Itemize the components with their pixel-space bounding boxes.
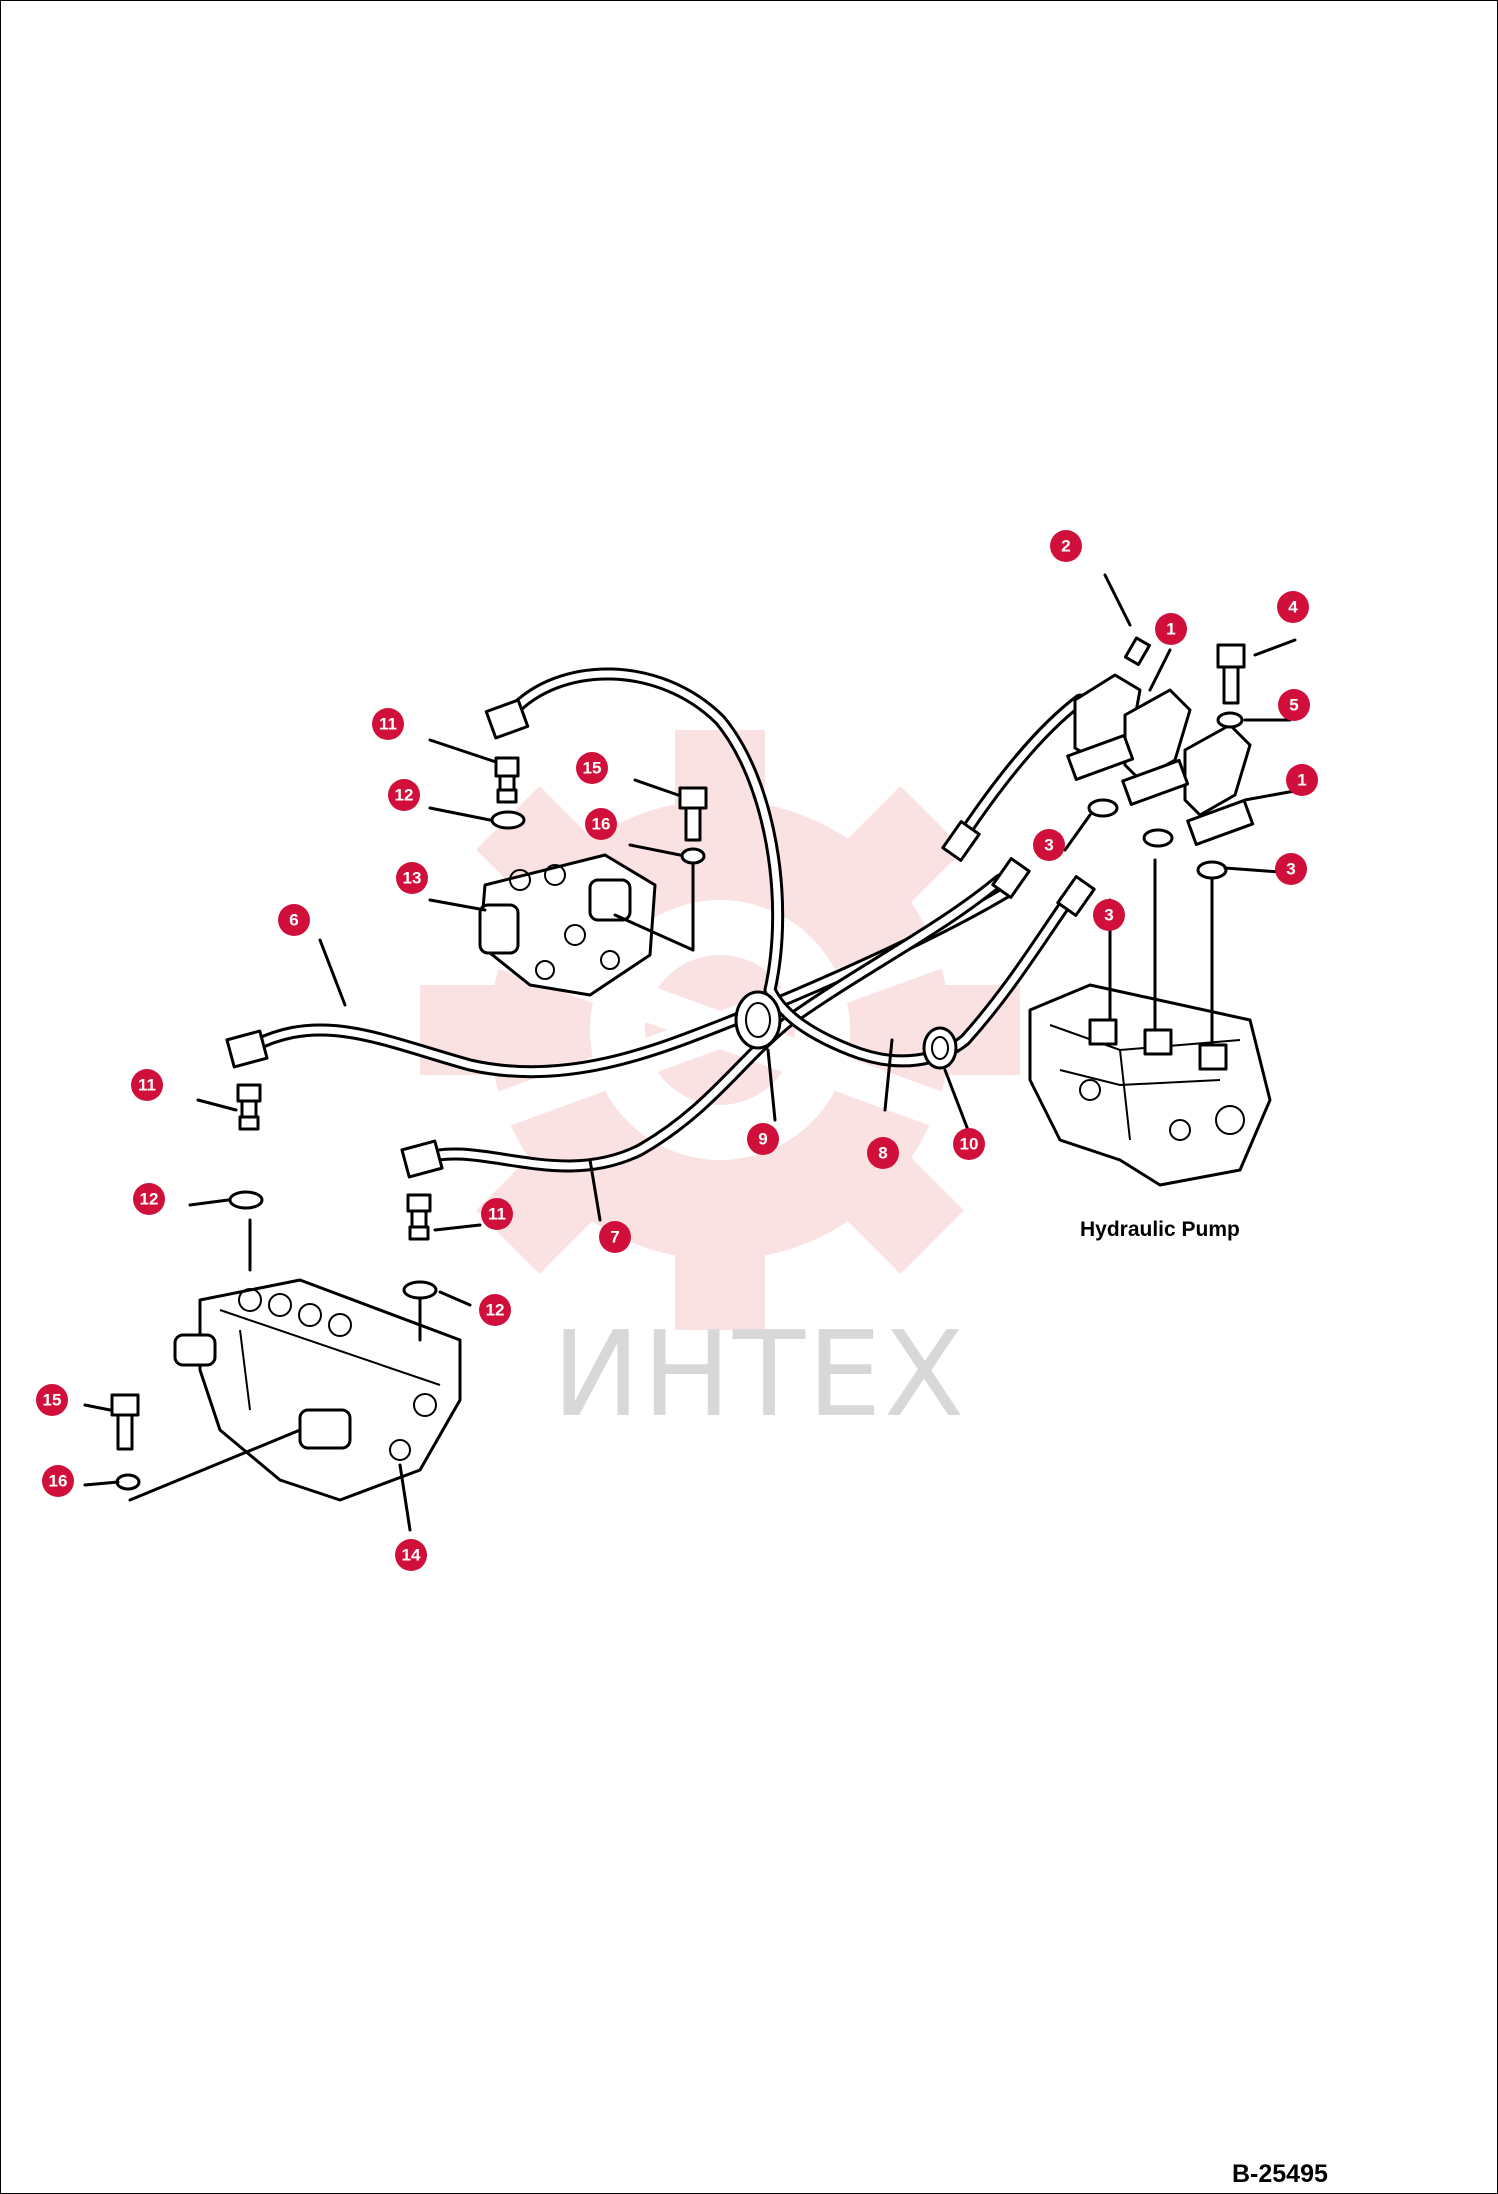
svg-text:3: 3 bbox=[1286, 860, 1295, 879]
fitting-11-mid-icon bbox=[406, 1193, 432, 1241]
svg-text:13: 13 bbox=[403, 869, 422, 888]
callout-7: 7 bbox=[599, 1221, 631, 1253]
callout-10: 10 bbox=[953, 1128, 985, 1160]
washer-16-left-icon bbox=[115, 1473, 141, 1491]
svg-text:11: 11 bbox=[488, 1205, 506, 1224]
hose-elbow-left bbox=[225, 1029, 269, 1069]
svg-text:16: 16 bbox=[49, 1472, 68, 1491]
callout-11-c: 11 bbox=[481, 1198, 513, 1230]
callout-11-b: 11 bbox=[131, 1069, 163, 1101]
svg-text:6: 6 bbox=[289, 911, 298, 930]
washer-5-icon bbox=[1216, 711, 1244, 729]
svg-text:4: 4 bbox=[1288, 598, 1298, 617]
callout-13: 13 bbox=[396, 862, 428, 894]
hose-top-loop bbox=[505, 667, 1082, 1068]
svg-text:15: 15 bbox=[583, 759, 602, 778]
hose-7 bbox=[418, 873, 1007, 1173]
orings-3 bbox=[1087, 798, 1228, 880]
washer-16-top-icon bbox=[680, 847, 706, 865]
callout-3-b: 3 bbox=[1275, 853, 1307, 885]
callout-3-c: 3 bbox=[1093, 899, 1125, 931]
callout-12-c: 12 bbox=[479, 1294, 511, 1326]
control-valve-13 bbox=[478, 853, 657, 997]
figure-number: B-25495 bbox=[1232, 2160, 1328, 2188]
callout-16-b: 16 bbox=[42, 1465, 74, 1497]
svg-text:2: 2 bbox=[1061, 537, 1070, 556]
svg-text:11: 11 bbox=[379, 715, 397, 734]
callout-2: 2 bbox=[1050, 530, 1082, 562]
svg-text:8: 8 bbox=[878, 1144, 887, 1163]
hose-fittings-right bbox=[941, 820, 1096, 917]
bolt-4-icon bbox=[1216, 643, 1246, 705]
hose-upper-right bbox=[953, 693, 1087, 847]
clamp-9 bbox=[734, 990, 782, 1050]
svg-text:15: 15 bbox=[43, 1391, 62, 1410]
callout-1-b: 1 bbox=[1286, 764, 1318, 796]
svg-text:9: 9 bbox=[758, 1130, 767, 1149]
pump-label: Hydraulic Pump bbox=[1080, 1218, 1240, 1241]
hydraulic-pump bbox=[1028, 983, 1272, 1187]
watermark-text: ИНТЕХ bbox=[552, 1305, 967, 1443]
bolt-15-left-icon bbox=[110, 1393, 140, 1451]
bolt-15-top-icon bbox=[678, 786, 708, 842]
oring-12-top-icon bbox=[490, 810, 526, 830]
fitting-11-top-icon bbox=[494, 756, 520, 804]
svg-text:5: 5 bbox=[1289, 696, 1298, 715]
svg-text:12: 12 bbox=[486, 1301, 505, 1320]
oring-12-mid-icon bbox=[402, 1280, 438, 1300]
svg-text:14: 14 bbox=[402, 1546, 421, 1565]
oring-12-left-icon bbox=[228, 1190, 264, 1210]
clamp-10 bbox=[922, 1026, 958, 1070]
callout-1-a: 1 bbox=[1155, 613, 1187, 645]
callout-15-b: 15 bbox=[36, 1384, 68, 1416]
control-valve-14 bbox=[173, 1278, 462, 1502]
callout-12-b: 12 bbox=[133, 1183, 165, 1215]
callout-14: 14 bbox=[395, 1539, 427, 1571]
svg-text:12: 12 bbox=[140, 1190, 159, 1209]
svg-text:3: 3 bbox=[1044, 836, 1053, 855]
leader-lines bbox=[83, 573, 1302, 1532]
svg-text:1: 1 bbox=[1297, 771, 1306, 790]
callout-4: 4 bbox=[1277, 591, 1309, 623]
svg-text:16: 16 bbox=[592, 815, 611, 834]
callout-16-a: 16 bbox=[585, 808, 617, 840]
callout-5: 5 bbox=[1278, 689, 1310, 721]
svg-text:10: 10 bbox=[960, 1135, 979, 1154]
fitting-11-left-icon bbox=[236, 1083, 262, 1131]
callout-8: 8 bbox=[867, 1137, 899, 1169]
svg-text:1: 1 bbox=[1166, 620, 1175, 639]
callout-12-a: 12 bbox=[388, 779, 420, 811]
callout-9: 9 bbox=[747, 1123, 779, 1155]
callout-11-a: 11 bbox=[372, 708, 404, 740]
hose-elbow-mid bbox=[400, 1139, 444, 1179]
flange-assembly bbox=[1066, 636, 1255, 846]
svg-text:11: 11 bbox=[138, 1076, 156, 1095]
svg-text:12: 12 bbox=[395, 786, 414, 805]
callout-15-a: 15 bbox=[576, 752, 608, 784]
svg-text:7: 7 bbox=[610, 1228, 619, 1247]
hose-elbow-top bbox=[484, 698, 530, 740]
callout-6: 6 bbox=[278, 904, 310, 936]
svg-text:3: 3 bbox=[1104, 906, 1113, 925]
callout-3-a: 3 bbox=[1033, 829, 1065, 861]
